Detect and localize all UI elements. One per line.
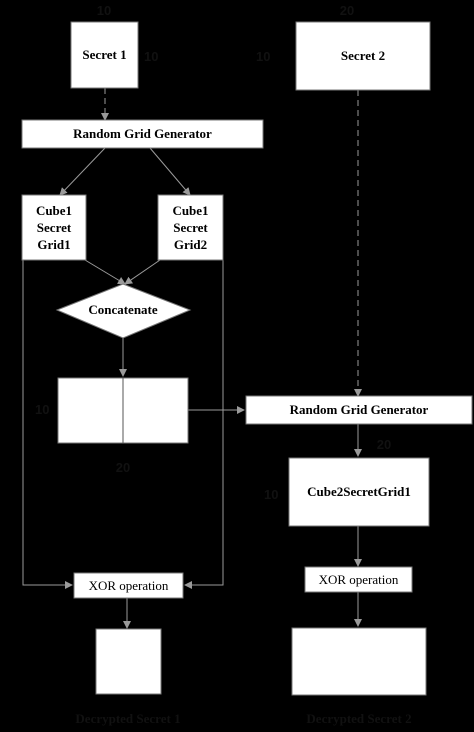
grid2-line-2: Secret	[173, 220, 208, 235]
secret1-node: Secret 1	[70, 21, 139, 89]
random-grid-generator-2: Random Grid Generator	[245, 395, 473, 425]
rgg2-label: Random Grid Generator	[290, 402, 429, 417]
secret1-side-dimension: 10	[144, 49, 158, 64]
cube2grid-label: Cube2SecretGrid1	[307, 484, 411, 499]
xor-operation-1: XOR operation	[73, 572, 184, 599]
arrow-grid1-to-concat	[84, 259, 126, 285]
decrypted-secret1-caption: Decrypted Secret 1	[75, 711, 180, 726]
random-grid-generator-1: Random Grid Generator	[21, 119, 264, 149]
concatenate-label: Concatenate	[88, 302, 158, 317]
cube1-secret-grid1-node: Cube1 Secret Grid1	[21, 194, 87, 261]
arrow-grid2-to-concat	[124, 259, 161, 285]
arrow-grid2-to-xor1	[184, 260, 224, 589]
xor1-label: XOR operation	[89, 578, 169, 593]
concat-bottom-dimension: 20	[116, 460, 130, 475]
cube1-secret-grid2-node: Cube1 Secret Grid2	[157, 194, 224, 261]
arrow-rgg1-to-grid2	[149, 147, 191, 196]
grid1-line-3: Grid1	[37, 237, 70, 252]
connectors	[22, 88, 362, 629]
secret1-label: Secret 1	[82, 47, 126, 62]
grid2-line-3: Grid2	[174, 237, 207, 252]
rgg1-label: Random Grid Generator	[73, 126, 212, 141]
secret2-node: Secret 2	[295, 21, 431, 91]
cube2-secret-grid1-node: Cube2SecretGrid1	[288, 457, 430, 527]
cube2-top-dimension: 20	[377, 437, 391, 452]
secret2-label: Secret 2	[341, 48, 385, 63]
secret1-top-dimension: 10	[97, 3, 111, 18]
concatenated-grid	[57, 377, 189, 444]
xor-operation-2: XOR operation	[304, 566, 413, 593]
decrypted-secret2-box	[291, 627, 427, 696]
secret2-top-dimension: 20	[340, 3, 354, 18]
decrypted-secret1-box	[95, 628, 162, 695]
arrow-rgg1-to-grid1	[59, 147, 106, 196]
concat-side-dimension: 10	[35, 402, 49, 417]
grid1-line-1: Cube1	[36, 203, 72, 218]
grid1-line-2: Secret	[37, 220, 72, 235]
grid2-line-1: Cube1	[172, 203, 208, 218]
cube2-side-dimension: 10	[264, 487, 278, 502]
secret2-side-dimension: 10	[256, 49, 270, 64]
xor2-label: XOR operation	[319, 572, 399, 587]
decrypted-secret2-caption: Decrypted Secret 2	[306, 711, 411, 726]
arrow-grid1-to-xor1	[22, 260, 73, 589]
concatenate-node: Concatenate	[55, 283, 192, 339]
